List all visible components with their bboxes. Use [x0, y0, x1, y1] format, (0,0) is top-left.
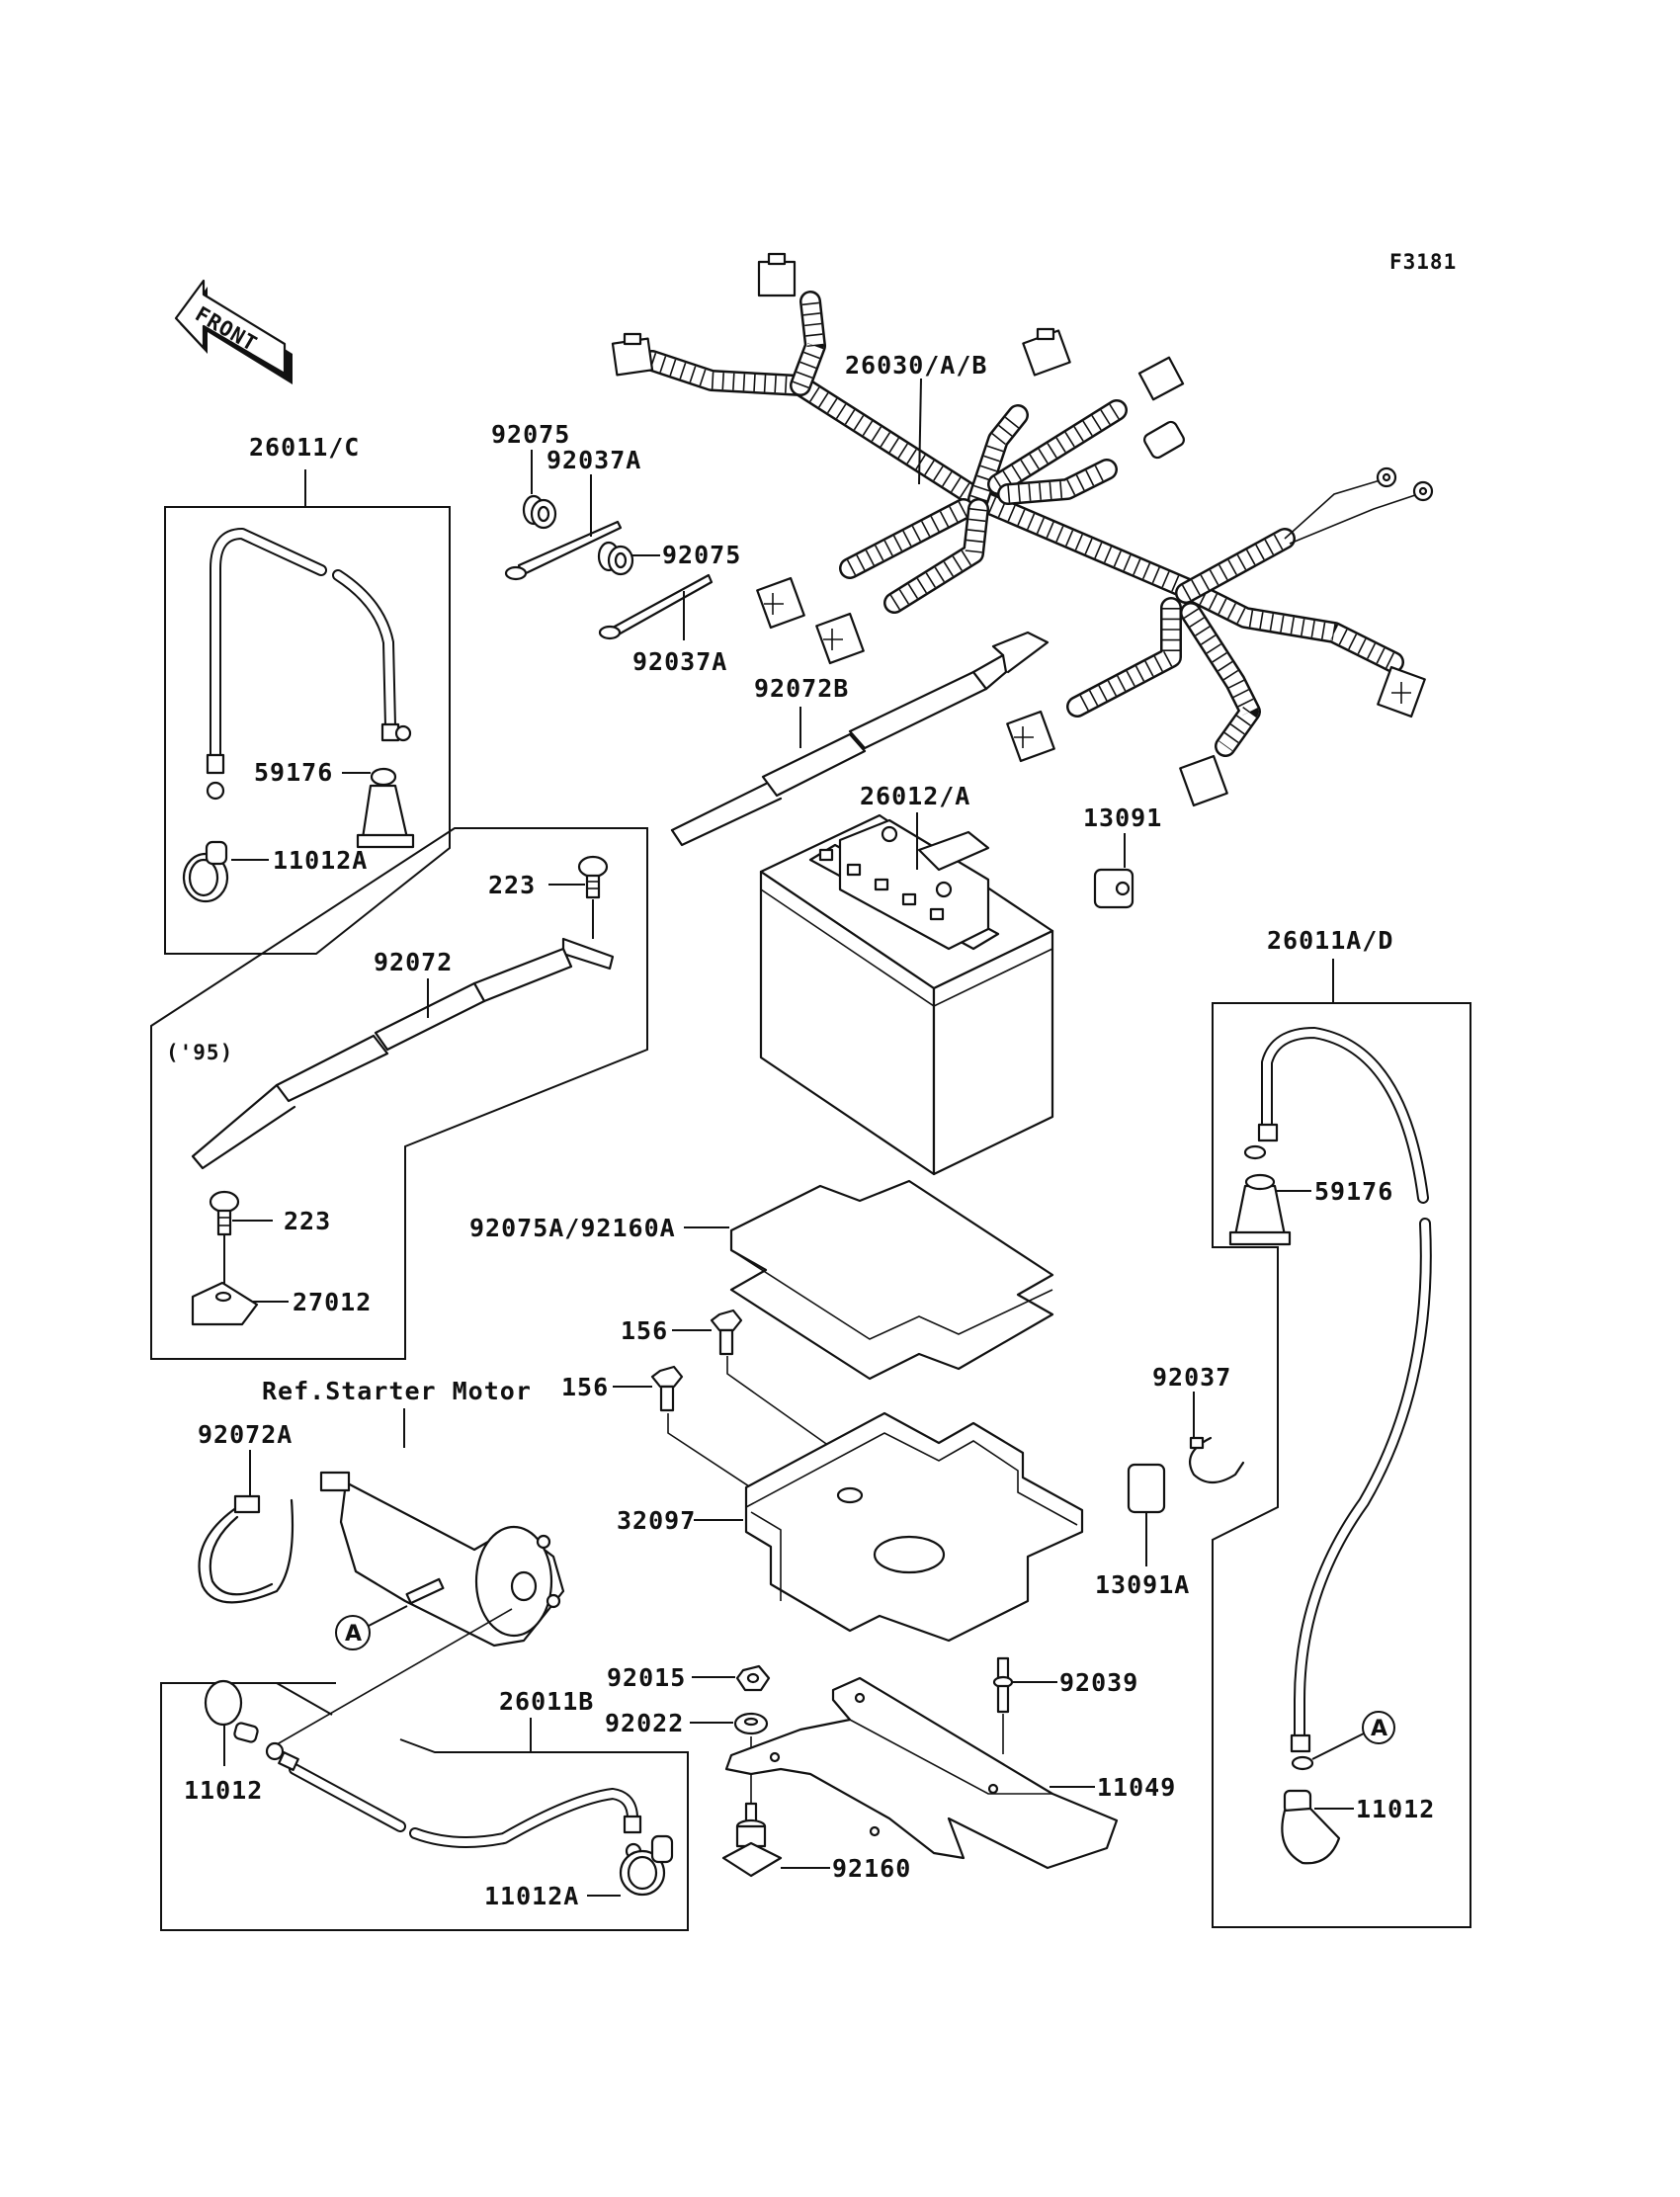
nut — [735, 1664, 771, 1692]
label-screw-bottom: 223 — [284, 1207, 331, 1235]
label-bracket: 11049 — [1097, 1773, 1176, 1802]
label-starter-cap-a: 11012A — [484, 1882, 579, 1910]
label-band-left: 92072A — [198, 1420, 293, 1449]
harness-connector — [1143, 420, 1185, 460]
model-year-strap-box: ('95) — [150, 827, 648, 1360]
label-pos-cap: 11012 — [1356, 1795, 1435, 1823]
label-neg-boot: 59176 — [254, 758, 333, 787]
label-clamp-1: 92037A — [546, 446, 641, 474]
starter-cable-group-box: 26011B — [160, 1682, 689, 1931]
starter-terminal-cap-a — [619, 1834, 674, 1897]
label-neg-cap: 11012A — [273, 846, 368, 875]
clamp-2 — [598, 573, 714, 640]
label-screw-top: 223 — [488, 871, 536, 899]
harness-connector — [1022, 327, 1071, 377]
positive-cable — [1243, 1027, 1432, 1771]
label-bolt-2: 156 — [561, 1373, 609, 1401]
negative-cable — [206, 528, 412, 801]
battery-case — [744, 1411, 1084, 1643]
wiring-harness: 26030/A/B — [611, 252, 1434, 807]
figure-id: F3181 — [1389, 250, 1457, 274]
starter-terminal-cap — [204, 1679, 259, 1743]
screw-top — [577, 855, 609, 899]
label-starter-cable-group: 26011B — [499, 1687, 594, 1716]
label-cap-right: 13091A — [1095, 1570, 1190, 1599]
bracket — [724, 1676, 1119, 1870]
label-battery: 26012/A — [860, 782, 970, 810]
clamp-1 — [504, 520, 623, 581]
band-left — [198, 1494, 294, 1604]
label-plate: 27012 — [293, 1288, 372, 1316]
label-pad: 92075A/92160A — [469, 1214, 676, 1242]
ref-marker-a-right — [1362, 1711, 1395, 1744]
negative-cable-group-box: 26011/C — [164, 433, 451, 955]
label-reference-starter-motor: Ref.Starter Motor — [262, 1377, 532, 1405]
bolt-2 — [650, 1365, 684, 1412]
label-damper: 92160 — [832, 1854, 911, 1883]
damper — [721, 1802, 783, 1878]
bolt-1 — [710, 1309, 743, 1356]
clamp-right — [1189, 1436, 1245, 1484]
label-negative-cable-group: 26011/C — [249, 433, 360, 462]
label-bolt-1: 156 — [621, 1316, 668, 1345]
positive-cable-group-box: 26011A/D — [1212, 926, 1471, 1928]
label-battery-strap: 92072 — [374, 948, 453, 976]
label-nut: 92015 — [607, 1663, 686, 1692]
label-pos-boot: 59176 — [1314, 1177, 1393, 1206]
battery — [759, 813, 1054, 1176]
label-stud: 92039 — [1059, 1668, 1138, 1697]
front-direction-arrow-icon: FRONT — [174, 279, 293, 384]
label-starter-cap: 11012 — [184, 1776, 263, 1805]
harness-connector — [757, 252, 797, 297]
label-positive-cable-group: 26011A/D — [1267, 926, 1393, 955]
label-washer: 92022 — [605, 1709, 684, 1737]
label-clamp-right: 92037 — [1152, 1363, 1231, 1392]
battery-strap-b — [670, 631, 1050, 847]
label-harness: 26030/A/B — [845, 351, 987, 380]
label-grommet-1: 92075 — [491, 420, 570, 449]
harness-ring-terminal — [1284, 466, 1434, 545]
positive-terminal-cap — [1281, 1789, 1341, 1865]
harness-connector — [756, 576, 805, 630]
screw-bottom — [209, 1190, 240, 1236]
ref-marker-a-right-label: A — [1371, 1717, 1387, 1741]
ref-marker-a-left — [335, 1615, 371, 1650]
starter-stud — [405, 1577, 445, 1605]
label-relay-cap: 13091 — [1083, 803, 1162, 832]
battery-pad — [729, 1179, 1054, 1381]
grommet-2 — [597, 541, 634, 576]
ref-marker-a-left-label: A — [345, 1622, 362, 1647]
grommet-1 — [522, 494, 557, 530]
harness-connector — [1006, 710, 1055, 763]
plate — [191, 1281, 259, 1326]
negative-terminal-boot — [356, 767, 415, 849]
stud — [992, 1656, 1014, 1714]
harness-connector — [1179, 754, 1228, 807]
negative-terminal-cap — [182, 840, 229, 903]
label-grommet-2: 92075 — [662, 541, 741, 569]
washer — [733, 1712, 769, 1735]
label-battery-case: 32097 — [617, 1506, 696, 1535]
positive-terminal-boot — [1228, 1173, 1292, 1246]
harness-connector — [815, 612, 865, 665]
relay-cap — [1093, 868, 1134, 909]
harness-connector — [1377, 665, 1426, 718]
battery-strap — [191, 937, 615, 1170]
harness-connector — [611, 332, 654, 377]
starter-motor — [319, 1471, 565, 1648]
harness-connector — [1137, 356, 1185, 401]
label-battery-strap-b: 92072B — [754, 674, 849, 703]
starter-cable — [265, 1741, 642, 1860]
label-model-year: ('95) — [166, 1041, 233, 1064]
label-clamp-2: 92037A — [632, 647, 727, 676]
cap-right — [1127, 1463, 1166, 1514]
